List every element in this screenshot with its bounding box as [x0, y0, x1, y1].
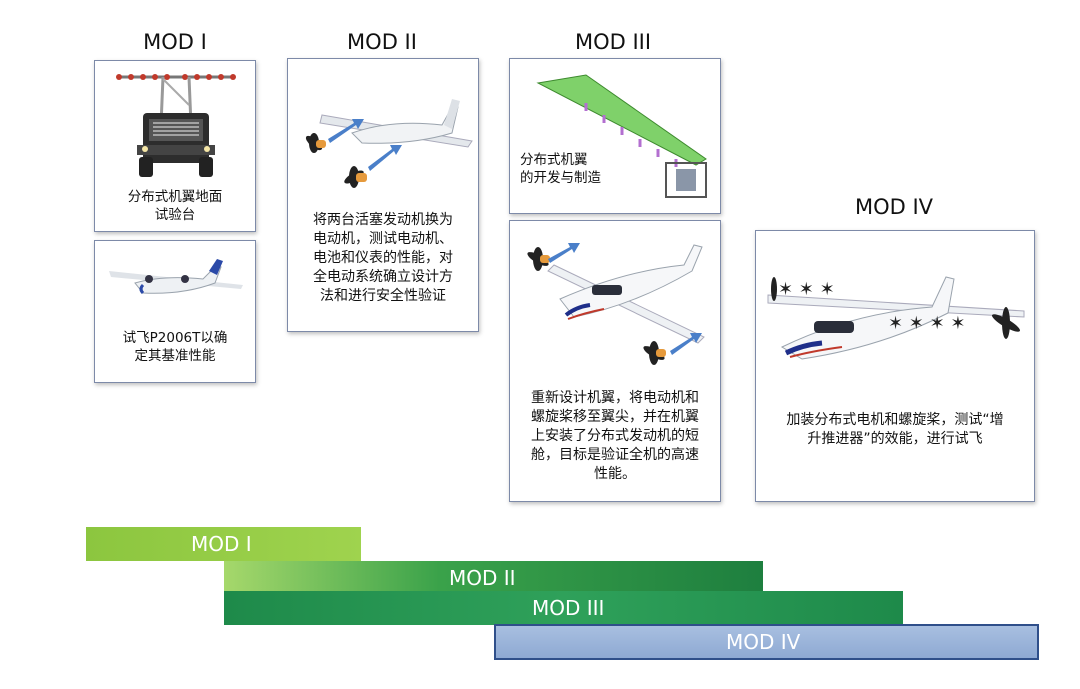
- timeline-bar-mod2: MOD II: [224, 561, 763, 595]
- propeller-icon: [527, 247, 550, 271]
- mod4-caption: 加装分布式电机和螺旋桨，测试“增 升推进器”的效能，进行试飞: [786, 412, 1004, 447]
- mod1-ground-test-card: 分布式机翼地面 试验台: [94, 60, 256, 232]
- propeller-icon: [771, 277, 777, 301]
- mod4-title: MOD IV: [854, 195, 934, 219]
- propeller-icon: [305, 133, 326, 153]
- mod3-wing-card: 分布式机翼 的开发与制造: [509, 58, 721, 214]
- mod3-title: MOD III: [574, 30, 652, 54]
- mod2-title: MOD II: [347, 30, 417, 54]
- arrow-icon: [328, 119, 402, 171]
- mod1-ground-caption: 分布式机翼地面 试验台: [127, 189, 223, 223]
- mod1-flight-caption: 试飞P2006T以确 定其基准性能: [122, 330, 228, 364]
- wingtip-motor-aircraft-image: [527, 243, 705, 365]
- p2006t-aircraft-image: [109, 259, 243, 295]
- x57-distributed-propulsion-image: ✶ ✶ ✶ ✶ ✶ ✶ ✶: [767, 276, 1025, 360]
- timeline-bar-mod3-label: MOD III: [532, 596, 605, 620]
- propeller-icon: [992, 307, 1020, 339]
- timeline-bar-mod4: MOD IV: [494, 624, 1039, 660]
- mod3-wing-caption: 分布式机翼 的开发与制造: [520, 152, 601, 186]
- distributed-wing-image: [536, 74, 707, 198]
- timeline-bar-mod3: MOD III: [224, 591, 903, 625]
- mod1-baseline-flight-card: 试飞P2006T以确 定其基准性能: [94, 240, 256, 383]
- mod1-title: MOD I: [143, 30, 207, 54]
- timeline-bar-mod1: MOD I: [86, 527, 361, 561]
- timeline-bar-mod2-label: MOD II: [449, 566, 516, 590]
- mod3-redesign-card: 重新设计机翼，将电动机和 螺旋桨移至翼尖，并在机翼 上安装了分布式发动机的短 舱…: [509, 220, 721, 502]
- mod3-redesign-caption: 重新设计机翼，将电动机和 螺旋桨移至翼尖，并在机翼 上安装了分布式发动机的短 舱…: [531, 390, 699, 482]
- truck-test-rig-image: [116, 74, 236, 177]
- svg-text:✶ ✶ ✶: ✶ ✶ ✶: [778, 279, 835, 300]
- propeller-icon: [344, 166, 367, 188]
- timeline-bar-mod1-label: MOD I: [191, 532, 252, 556]
- arrow-icon: [548, 243, 702, 355]
- propeller-icon: [643, 341, 666, 365]
- timeline-bar-mod4-label: MOD IV: [726, 630, 801, 654]
- mod2-caption: 将两台活塞发动机换为 电动机，测试电动机、 电池和仪表的性能，对 全电动系统确立…: [313, 212, 453, 304]
- mod2-card: 将两台活塞发动机换为 电动机，测试电动机、 电池和仪表的性能，对 全电动系统确立…: [287, 58, 479, 332]
- electric-motor-swap-image: [305, 99, 473, 188]
- svg-text:✶ ✶ ✶ ✶: ✶ ✶ ✶ ✶: [888, 313, 966, 334]
- mod4-card: ✶ ✶ ✶ ✶ ✶ ✶ ✶ 加装分布式电机和螺旋桨，测试“增 升推进器”的效能，…: [755, 230, 1035, 502]
